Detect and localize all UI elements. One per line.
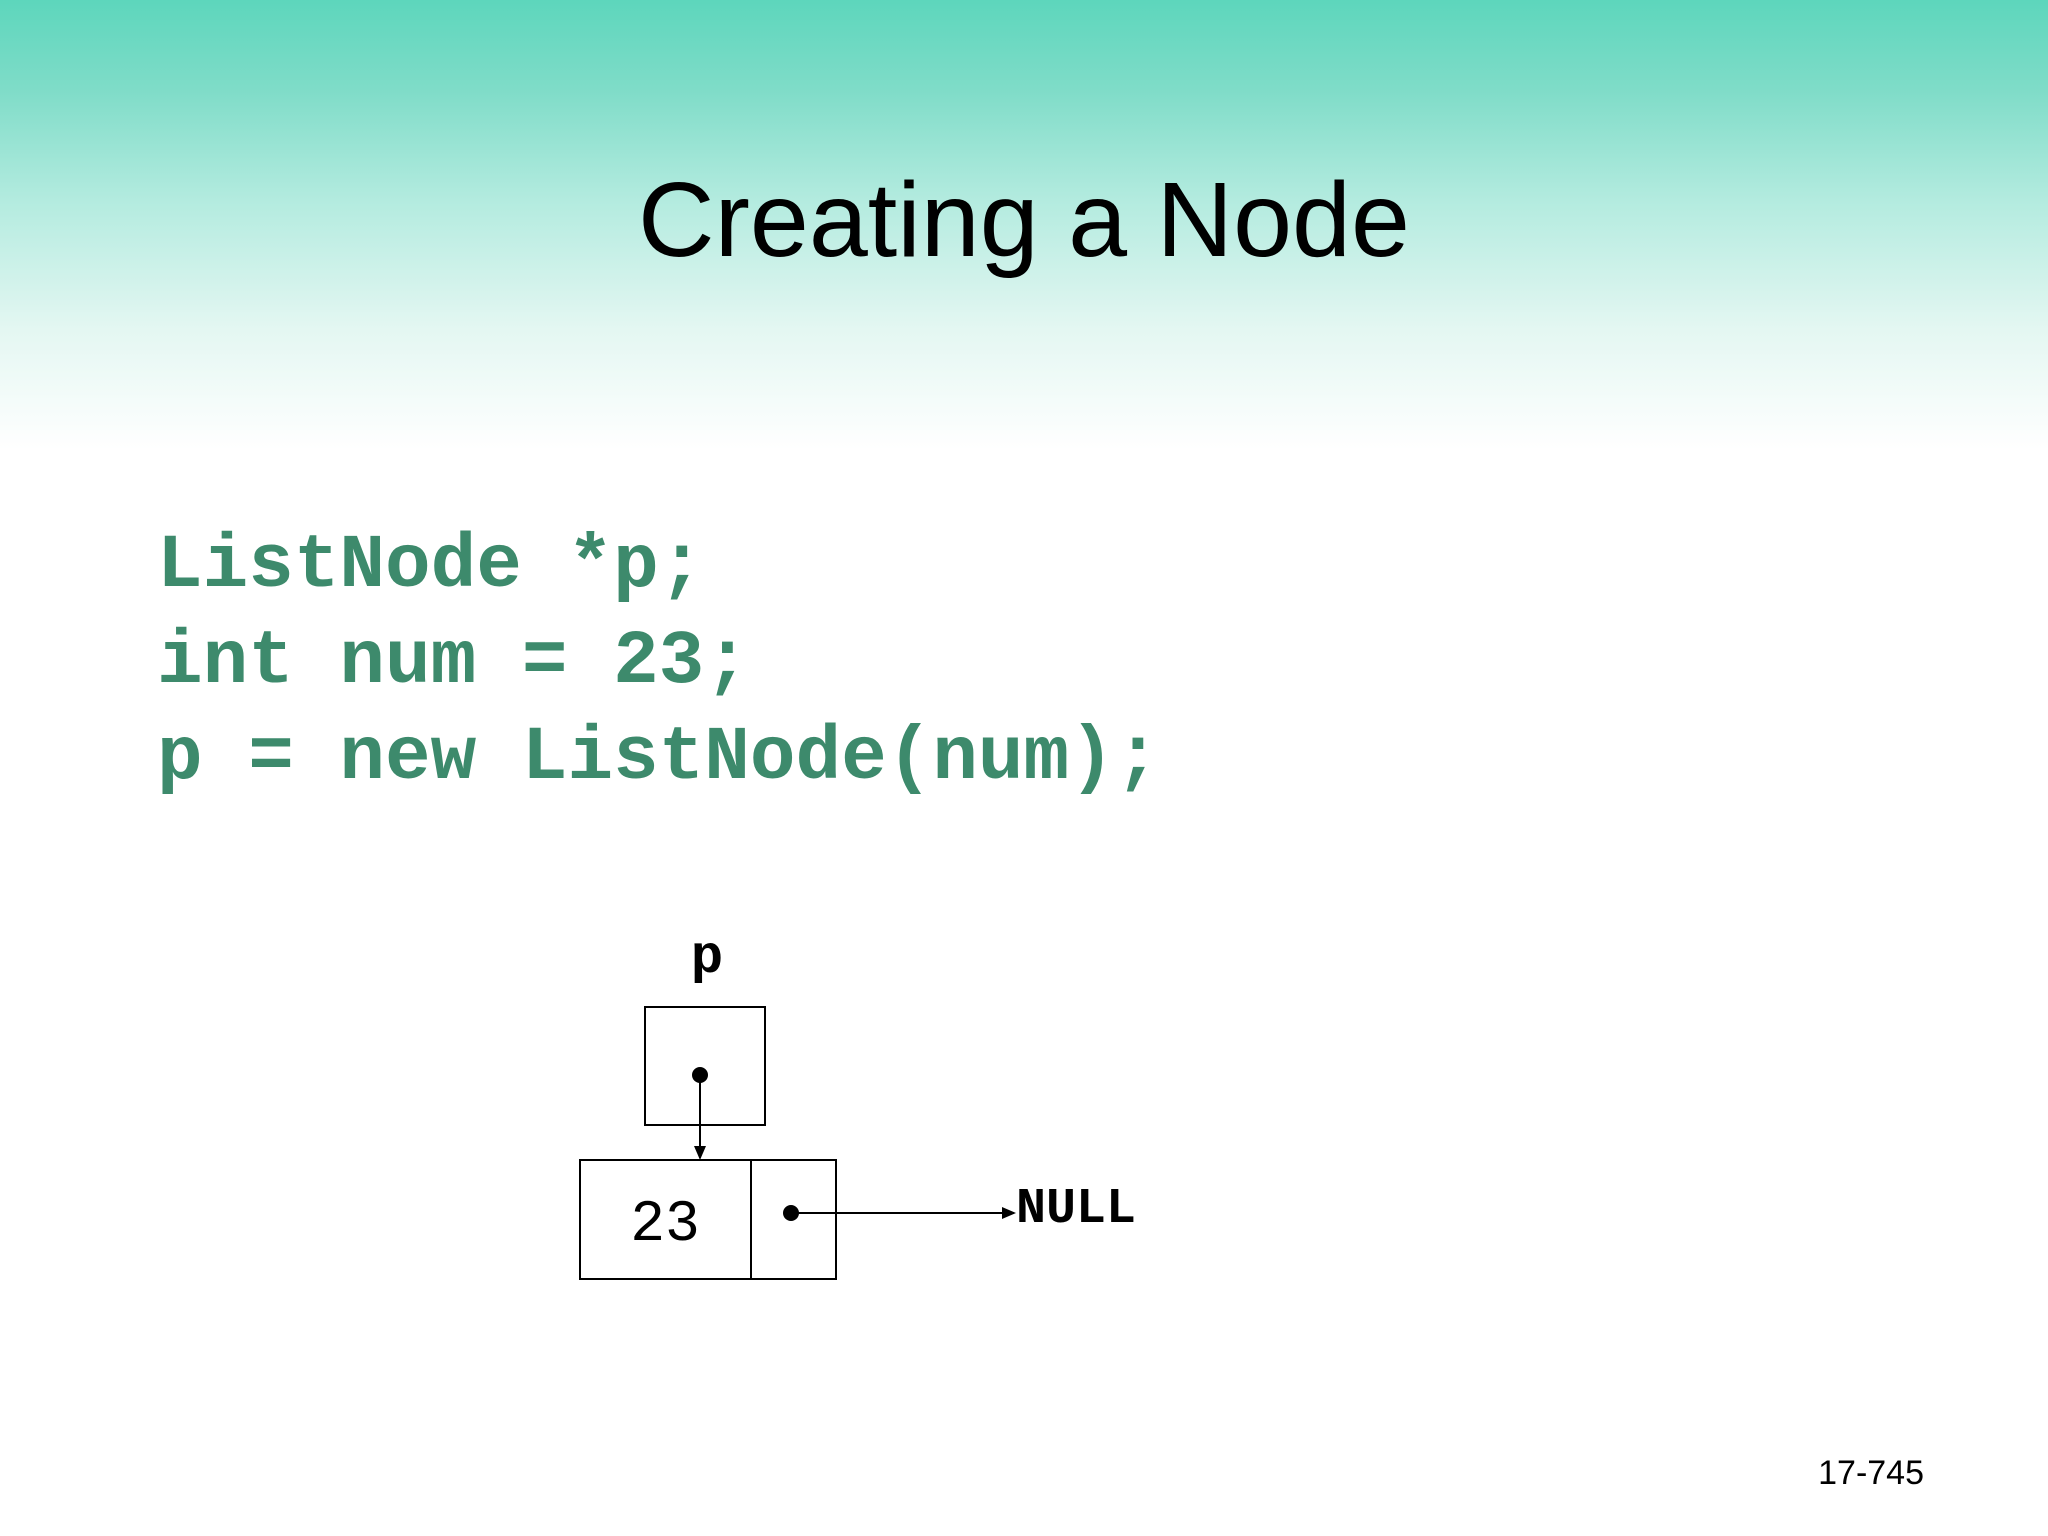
pointer-box	[644, 1006, 766, 1126]
code-line-declare-pointer: ListNode *p;	[157, 523, 705, 609]
code-block: ListNode *p; int num = 23; p = new ListN…	[157, 518, 1160, 806]
node-box	[579, 1159, 837, 1280]
null-label: NULL	[1016, 1181, 1136, 1238]
node-value: 23	[630, 1193, 700, 1258]
slide-title: Creating a Node	[638, 161, 1410, 279]
code-line-new-node: p = new ListNode(num);	[157, 715, 1161, 801]
pointer-label: p	[691, 928, 723, 989]
slide-number: 17-745	[1818, 1454, 1924, 1492]
code-line-declare-num: int num = 23;	[157, 619, 750, 705]
